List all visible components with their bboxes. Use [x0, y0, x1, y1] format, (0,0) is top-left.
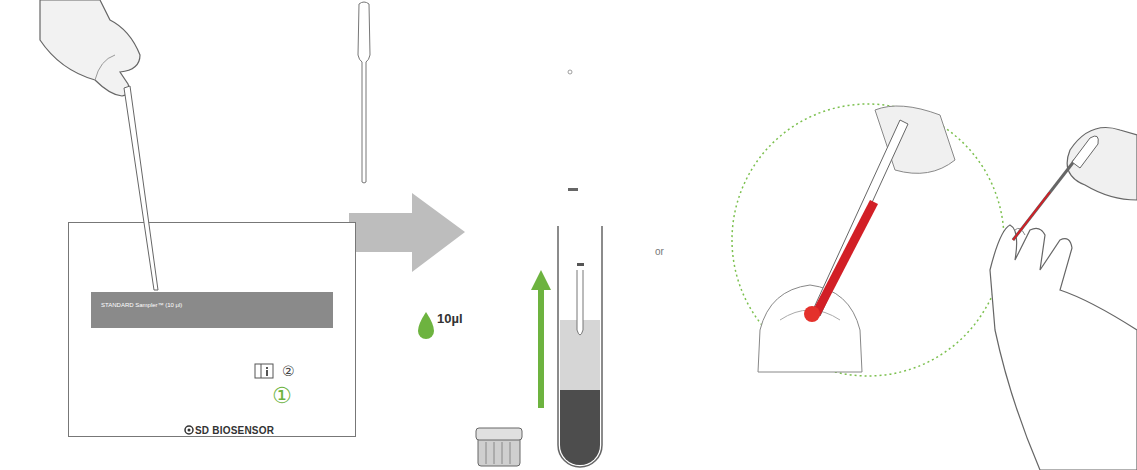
direction-arrow: [531, 270, 551, 408]
hand-drawing: [990, 128, 1137, 470]
or-label: or: [655, 247, 664, 257]
product-label: STANDARD Sampler™ (10 μl): [101, 302, 182, 308]
pouch-label-band: STANDARD Sampler™ (10 μl): [91, 292, 333, 328]
fingertip-zoom: [758, 106, 955, 372]
sampler-pouch: ② ① SD BIOSENSOR STANDARD Sampler™ (10 μl): [68, 222, 356, 437]
buffer-tube: [558, 226, 602, 467]
small-mark: [568, 188, 578, 191]
callout-number: ①: [272, 385, 292, 407]
drop-symbol: [418, 312, 434, 339]
volume-label: 10µl: [437, 312, 463, 325]
callout-number: ②: [282, 364, 295, 378]
zoom-circle: [732, 104, 1004, 376]
pipette-symbol: [358, 2, 370, 183]
tube-cap: [476, 428, 522, 466]
small-mark: [568, 70, 572, 74]
hand-drawing: [40, 0, 140, 96]
brand-name: SD BIOSENSOR: [195, 426, 274, 436]
process-arrow: [349, 193, 465, 272]
